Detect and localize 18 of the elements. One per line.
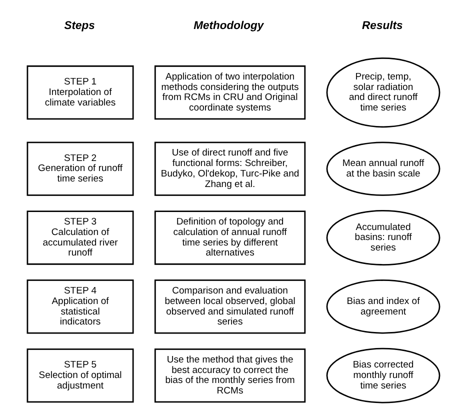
node-box: Use the method that gives the best accuracy to correct the bias of the monthly series from RCMs (154, 348, 306, 403)
node-ellipse: Precip, temp, solar radiation and direct runoff time series (326, 57, 440, 128)
node-ellipse: Accumulated basins: runoff series (326, 210, 440, 266)
label: Steps (64, 20, 95, 32)
label: Results (362, 20, 403, 32)
node-ellipse: Bias and index of agreement (326, 280, 440, 334)
node-box: Definition of topology and calculation of annual runoff time series by different alternatives (154, 210, 306, 265)
node-box: STEP 1 Interpolation of climate variables (26, 65, 134, 120)
node-box: Application of two interpolation methods considering the outputs from RCMs in CRU and Original coordinate systems (154, 65, 306, 120)
node-ellipse: Bias corrected monthly runoff time series (326, 348, 440, 404)
label: Methodology (194, 20, 264, 32)
node-box: STEP 2 Generation of runoff time series (26, 142, 134, 196)
node-box: STEP 5 Selection of optimal adjustment (26, 348, 134, 403)
node-box: STEP 4 Application of statistical indicators (26, 280, 134, 334)
node-box: STEP 3 Calculation of accumulated river runoff (26, 210, 134, 265)
node-ellipse: Mean annual runoff at the basin scale (326, 142, 440, 196)
node-box: Comparison and evaluation between local observed, global observed and simulated runoff series (154, 280, 306, 334)
node-box: Use of direct runoff and five functional forms: Schreiber, Budyko, Ol'dekop, Turc-Pike and Zhang et al. (154, 142, 306, 196)
